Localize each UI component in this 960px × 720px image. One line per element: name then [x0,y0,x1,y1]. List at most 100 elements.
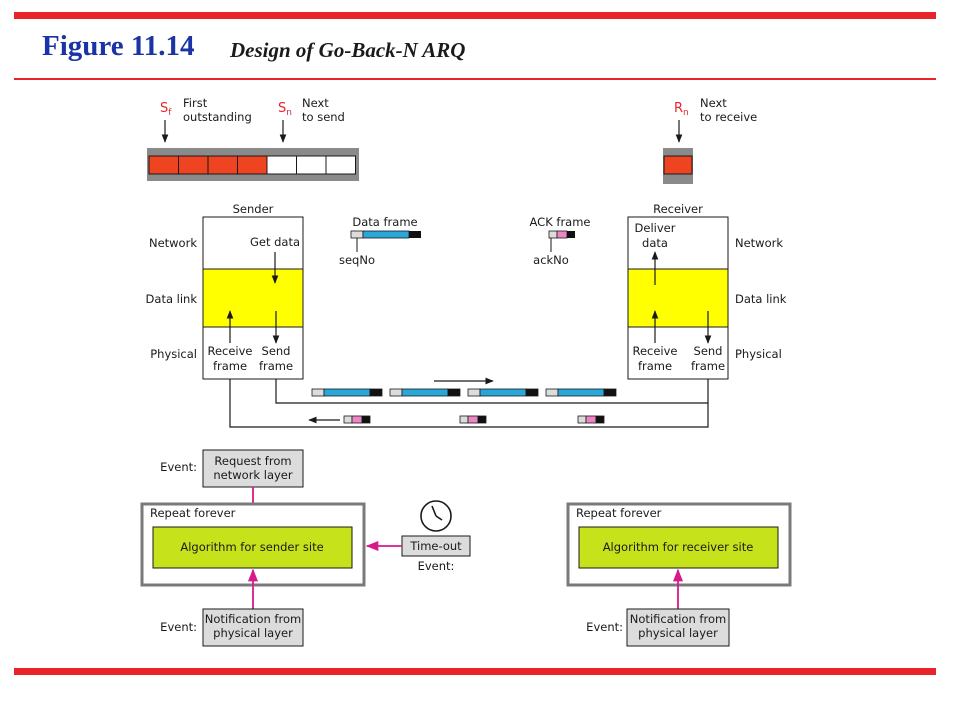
receiver-layer-network: Network [735,236,783,250]
ack-frame-header [343,415,353,424]
ack-frame-field [351,415,363,424]
ack-frame-header [459,415,469,424]
rn-text-line2: to receive [700,110,757,124]
ack-frame-label: ACK frame [530,215,591,229]
data-frame-legend: Data frame seqNo [339,215,421,267]
receiver-receive-frame-2: frame [638,359,672,373]
ack-frame-trailer [361,415,371,424]
seqno-label: seqNo [339,253,375,267]
receiver-receive-frame-1: Receive [632,344,677,358]
data-frame-trailer [603,388,617,397]
sf-label: Sf [160,101,172,118]
sender-receive-frame-1: Receive [207,344,252,358]
receiver-notification-box [626,608,730,647]
timeout-label: Time-out [409,539,462,553]
sender-datalink-layer [202,268,304,328]
sn-text-line2: to send [302,110,345,124]
request-event-line1: Request from [214,454,291,468]
sender-algorithm-box [152,526,353,569]
sender-algorithm-label: Algorithm for sender site [180,540,323,554]
sender-send-frame-1: Send [262,344,291,358]
receiver-layer-physical: Physical [735,347,782,361]
sender-send-frame-2: frame [259,359,293,373]
receiver-deliver-data-2: data [642,236,668,250]
data-frame-trailer [369,388,383,397]
empty-slot [296,155,327,175]
data-frame-payload [323,388,371,397]
request-event-box [202,449,304,488]
data-frame-header [467,388,481,397]
receiver-algorithm-box [578,526,779,569]
rn-text-line1: Next [700,96,727,110]
sender-receive-frame-2: frame [213,359,247,373]
sn-text-line1: Next [302,96,329,110]
receiver-window: Rn Next to receive [663,96,757,184]
in-flight-ack-frames [343,415,605,424]
in-flight-data-frames [311,388,617,397]
sender-repeat-forever: Repeat forever [150,506,236,520]
sender-physical-layer [202,326,304,380]
data-frame-trailer [409,231,421,238]
sender-layer-datalink: Data link [146,292,198,306]
ack-frame-field [467,415,479,424]
return-channel-line [229,379,709,428]
data-frame-header [350,230,364,239]
transmission-channel [229,377,709,428]
sender-window: Sf First outstanding Sn Next to send [147,96,359,181]
data-frame-trailer [525,388,539,397]
ack-frame-legend: ACK frame ackNo [530,215,591,267]
ackno-label: ackNo [533,253,569,267]
receiver-notification-line1: Notification from [630,612,726,626]
ack-frame-trailer [595,415,605,424]
sender-bottom-event-label: Event: [160,620,197,634]
outstanding-slot [237,155,268,175]
receiver-event-flow: Repeat forever Algorithm for receiver si… [566,502,792,647]
forward-channel-line [275,379,709,404]
receiver-send-frame-2: frame [691,359,725,373]
data-frame-payload [479,388,527,397]
sender-top-event-label: Event: [160,460,197,474]
sender-title: Sender [233,202,274,216]
data-frame-payload [557,388,605,397]
clock-icon [420,500,452,532]
receiver-notification-line2: physical layer [638,626,718,640]
outstanding-slot [207,155,238,175]
data-frame-payload [362,230,410,239]
sender-window-slots [148,155,356,175]
sender-notification-line2: physical layer [213,626,293,640]
receiver-stack: Receiver Network Data link Physical Deli… [627,202,787,380]
receiver-network-layer [627,216,729,270]
sender-event-flow: Event: Request from network layer Repeat… [140,449,471,647]
ack-frame-trailer [477,415,487,424]
ack-frame-trailer [567,231,575,238]
figure-number: Figure 11.14 [42,30,195,62]
receiver-window-slot [663,155,693,175]
outstanding-slot [148,155,179,175]
sf-text-line2: outstanding [183,110,252,124]
ack-frame-field [585,415,597,424]
sender-get-data: Get data [250,235,300,249]
top-red-bar [14,12,936,19]
bottom-red-bar [14,668,936,675]
data-frame-header [545,388,559,397]
receiver-repeat-forever: Repeat forever [576,506,662,520]
ack-frame-field [556,230,568,239]
receiver-layer-datalink: Data link [735,292,787,306]
receiver-datalink-layer [627,268,729,328]
figure-caption: Design of Go-Back-N ARQ [230,38,466,62]
receiver-algorithm-label: Algorithm for receiver site [603,540,754,554]
sender-stack: Sender Network Data link Physical Get da… [146,202,304,380]
receiver-send-frame-1: Send [694,344,723,358]
data-frame-trailer [447,388,461,397]
receiver-deliver-data-1: Deliver [635,221,676,235]
receiver-title: Receiver [653,202,703,216]
data-frame-header [311,388,325,397]
timeout-event-label: Event: [418,559,455,573]
outstanding-slot [178,155,209,175]
empty-slot [266,155,297,175]
title-divider [14,78,936,80]
data-frame-label: Data frame [352,215,417,229]
ack-frame-header [548,230,558,239]
sender-layer-physical: Physical [150,347,197,361]
